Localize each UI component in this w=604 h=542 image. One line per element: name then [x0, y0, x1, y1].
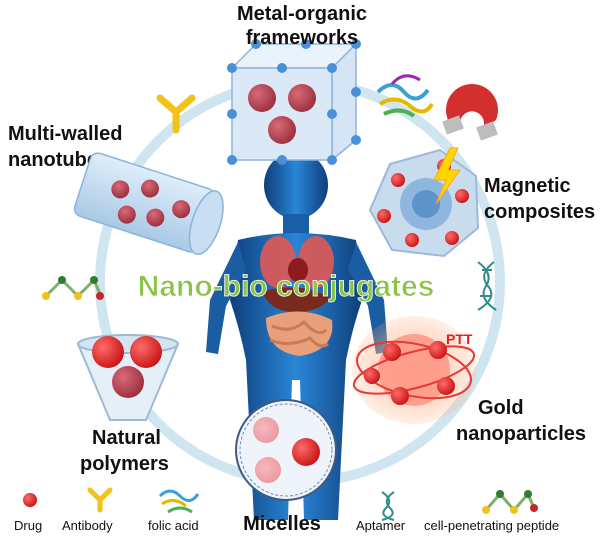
center-title: Nano-bio conjugates [138, 270, 435, 303]
dna-helix-icon [477, 261, 497, 311]
polymers-label-line2: polymers [80, 453, 169, 475]
legend-folic-acid-icon [158, 489, 200, 514]
horseshoe-magnet-icon [442, 83, 498, 141]
legend-antibody-icon [87, 487, 113, 513]
lightning-icon [433, 147, 461, 205]
legend-peptide: cell-penetrating peptide [424, 518, 559, 533]
gold-nanoparticle-icon [352, 316, 476, 424]
mof-label-line2: frameworks [246, 27, 358, 49]
legend-drug-icon [23, 493, 37, 507]
nanotubes-label-line1: Multi-walled [8, 123, 122, 145]
magnetic-composite-icon [368, 148, 480, 258]
micelle-icon [235, 399, 337, 501]
magnetic-label-line1: Magnetic [484, 175, 571, 197]
mof-label-line1: Metal-organic [237, 3, 367, 25]
nanotube-icon [73, 152, 224, 256]
legend-peptide-icon [482, 490, 538, 514]
mof-cube-icon [227, 39, 361, 165]
ptt-label: PTT [446, 331, 473, 347]
protein-ribbon-icon [376, 74, 434, 118]
antibody-icon [156, 94, 196, 134]
polymer-bowl-icon [76, 334, 180, 421]
legend-folic-acid: folic acid [148, 518, 199, 533]
legend-antibody: Antibody [62, 518, 113, 533]
legend-aptamer: Aptamer [356, 518, 406, 533]
nanotubes-label-line2: nanotubes [8, 149, 109, 171]
legend-aptamer-icon [381, 491, 395, 521]
polymers-label-line1: Natural [92, 427, 161, 449]
magnetic-label-line2: composites [484, 201, 595, 223]
gold-label-line1: Gold [478, 397, 524, 419]
peptide-chain-icon [42, 276, 104, 300]
micelles-label: Micelles [243, 513, 321, 535]
gold-label-line2: nanoparticles [456, 423, 586, 445]
legend-drug: Drug [14, 518, 42, 533]
